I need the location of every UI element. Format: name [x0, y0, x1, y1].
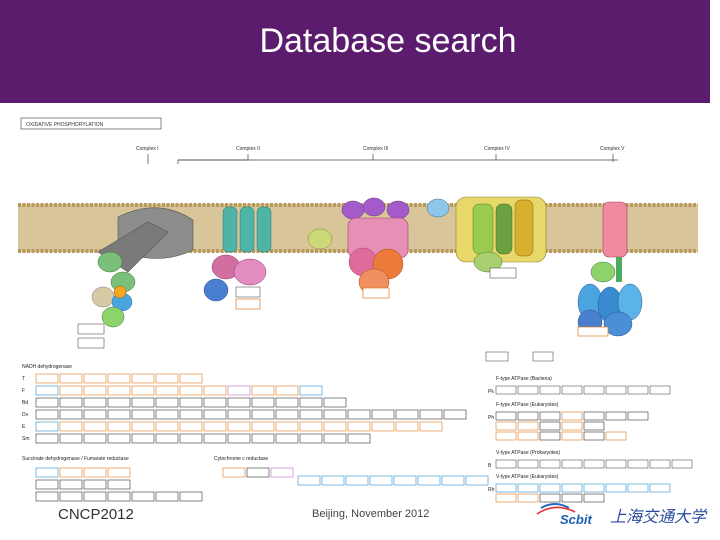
svg-text:T: T: [22, 376, 25, 382]
complex-label-2: Complex II: [236, 146, 260, 152]
vtype-eukaryotes-table: [495, 483, 671, 503]
svg-text:B: B: [488, 463, 492, 469]
complex-label-1: Complex I: [136, 146, 159, 152]
slide-title: Database search: [259, 22, 517, 60]
table-label-succinate: Succinate dehydrogenase / Fumarate reduc…: [22, 456, 129, 462]
diagram-header-box: [20, 117, 162, 130]
footer-location-date: Beijing, November 2012: [312, 508, 430, 520]
table-label-vtype-prokaryotes: V-type ATPase (Prokaryotes): [496, 450, 560, 456]
title-underline: [0, 100, 710, 103]
table-label-ftype-eukaryotes: F-type ATPase (Eukaryotes): [496, 402, 559, 408]
footer-conference: CNCP2012: [58, 506, 134, 523]
oxidative-phosphorylation-diagram: OXIDATIVE PHOSPHORYLATION Complex I Comp…: [18, 117, 698, 503]
complex-label-4: Complex IV: [484, 146, 511, 152]
succinate-table: [35, 467, 203, 502]
svg-text:Bd: Bd: [22, 400, 28, 406]
svg-text:Ph: Ph: [488, 415, 494, 421]
svg-text:F: F: [22, 388, 25, 394]
table-label-cytochrome: Cytochrome c reductase: [214, 456, 268, 462]
scbit-logo-text: Scbit: [560, 512, 592, 527]
scbit-logo: [536, 503, 576, 515]
complex-2-shape: [203, 206, 272, 310]
svg-text:上海交通大学: 上海交通大学: [610, 507, 708, 526]
cytochrome-table: [222, 467, 489, 486]
complex-label-5: Complex V: [600, 146, 625, 152]
complex-3-shape: [341, 197, 450, 299]
title-bar: [0, 0, 710, 100]
complex-1-shape: [91, 207, 194, 328]
svg-text:E: E: [22, 424, 26, 430]
right-table-row-labels: Pk Ph B Rh: [488, 389, 495, 493]
svg-text:Sm: Sm: [22, 436, 30, 442]
complex-4-shape: [455, 196, 547, 279]
sjtu-logo: 上海交通大学: [610, 507, 708, 526]
svg-text:Pk: Pk: [488, 389, 494, 395]
complex-5-shape: [577, 201, 643, 337]
vtype-prokaryotes-table: [495, 459, 693, 469]
nadh-table: T F Bd Dv E Sm: [22, 373, 467, 444]
table-label-ftype-bacteria: F-type ATPase (Bacteria): [496, 376, 552, 382]
diagram-header: OXIDATIVE PHOSPHORYLATION: [26, 122, 104, 128]
title-bar-edge: [710, 0, 720, 100]
ftype-eukaryotes-table: [495, 411, 649, 441]
svg-text:Rh: Rh: [488, 487, 495, 493]
ftype-bacteria-table: [495, 385, 671, 395]
svg-text:Dv: Dv: [22, 412, 29, 418]
table-label-vtype-eukaryotes: V-type ATPase (Eukaryotes): [496, 474, 559, 480]
table-label-nadh: NADH dehydrogenase: [22, 364, 72, 370]
complex-label-3: Complex III: [363, 146, 388, 152]
ubiquinone-shape: [307, 228, 333, 250]
